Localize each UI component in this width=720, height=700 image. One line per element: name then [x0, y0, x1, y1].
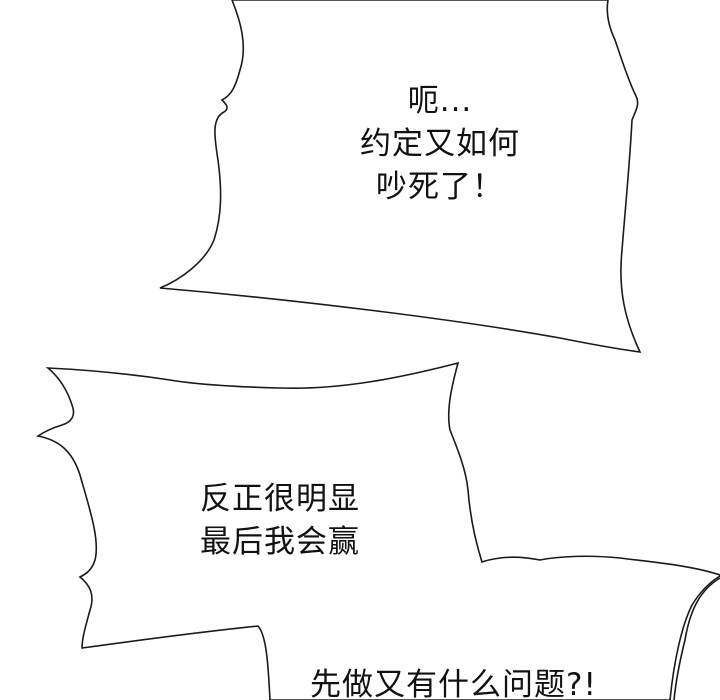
speech-bubble-3-text: 先做又有什么问题?! [310, 664, 620, 700]
dialogue-line: 先做又有什么问题?! [310, 667, 597, 700]
speech-bubble-1-text: 呃... 约定又如何 吵死了！ [330, 80, 550, 209]
speech-bubble-2-outline [35, 361, 720, 700]
speech-bubble-3-outline [673, 577, 720, 700]
dialogue-line: 吵死了！ [376, 169, 504, 205]
dialogue-line: 约定又如何 [360, 126, 520, 162]
speech-bubble-1-outline [159, 0, 642, 353]
dialogue-line: 呃... [407, 83, 473, 119]
speech-bubble-2-text: 反正很明显 最后我会赢 [185, 478, 375, 564]
dialogue-line: 最后我会赢 [200, 524, 360, 560]
dialogue-line: 反正很明显 [200, 481, 360, 517]
